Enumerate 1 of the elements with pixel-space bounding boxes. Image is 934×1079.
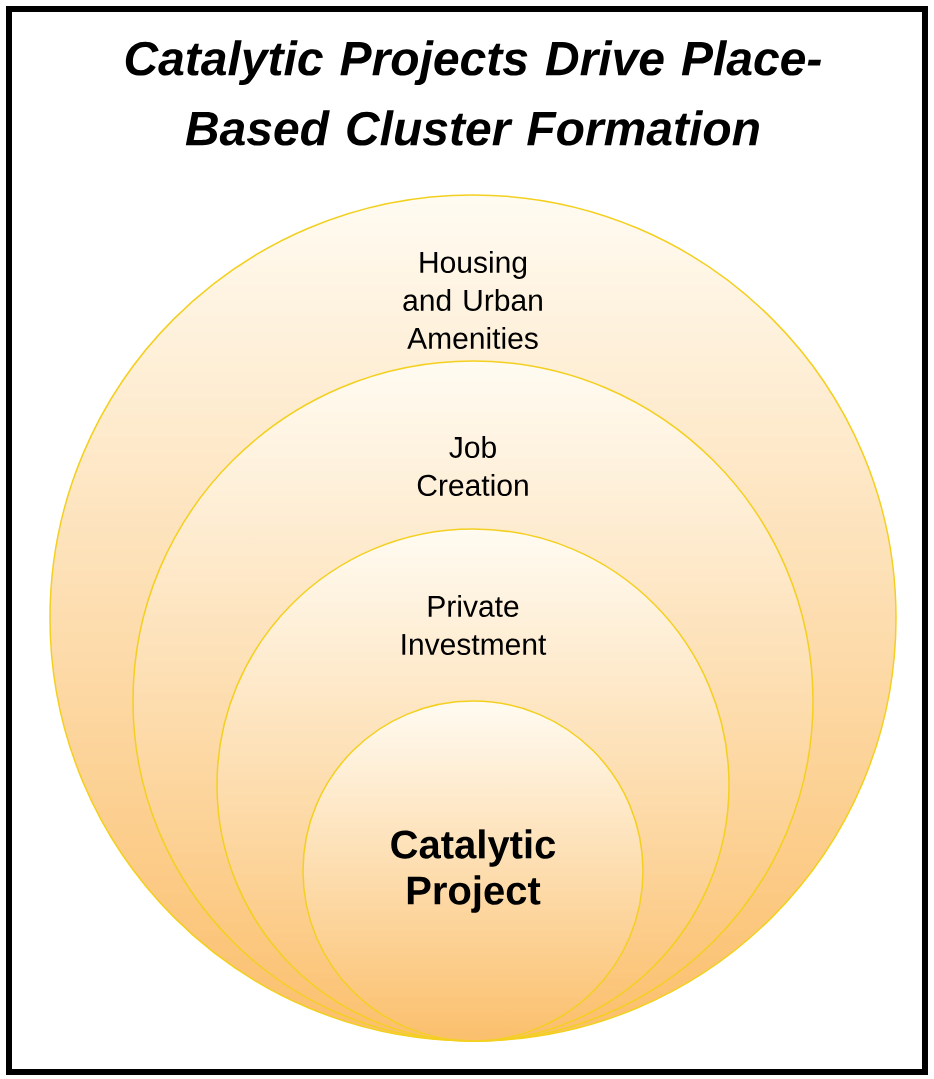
title: Catalytic Projects Drive Place-Based Cluster Formation <box>125 40 821 146</box>
